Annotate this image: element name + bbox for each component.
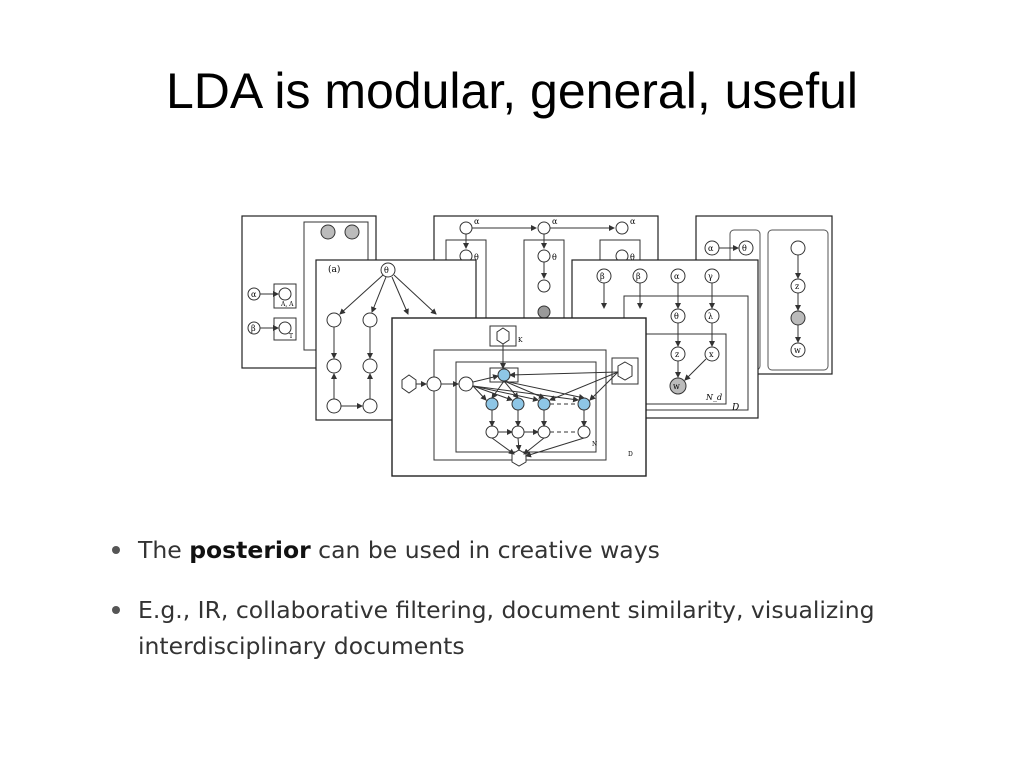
svg-text:γ: γ <box>708 272 713 281</box>
svg-text:θ: θ <box>674 312 679 321</box>
svg-text:α: α <box>474 217 480 226</box>
svg-text:x: x <box>709 350 714 359</box>
svg-text:D: D <box>628 451 633 458</box>
svg-text:w: w <box>673 382 680 391</box>
bullet-text-after: can be used in creative ways <box>310 536 660 564</box>
svg-text:α: α <box>552 217 558 226</box>
svg-text:θ: θ <box>742 244 747 253</box>
svg-text:K: K <box>518 337 523 344</box>
beta-label: β <box>251 324 256 333</box>
bullet-item-examples: E.g., IR, collaborative filtering, docum… <box>112 592 932 664</box>
bullet-text-bold: posterior <box>189 536 311 564</box>
plate-nd-label: N_d <box>705 393 722 402</box>
svg-text:θ: θ <box>384 266 389 275</box>
svg-text:w: w <box>794 346 801 355</box>
plate-d-label: D <box>731 403 739 413</box>
svg-text:α: α <box>674 272 680 281</box>
svg-text:z: z <box>675 350 679 359</box>
graphical-models-figure: α β A, A T α α α θ θ θ <box>241 215 833 477</box>
svg-text:N: N <box>592 441 597 448</box>
bullet-item-posterior: The posterior can be used in creative wa… <box>112 532 932 568</box>
svg-text:θ: θ <box>630 253 635 262</box>
svg-text:λ: λ <box>708 312 713 321</box>
slide-title: LDA is modular, general, useful <box>165 63 859 119</box>
model-panel-6: K <box>391 317 647 477</box>
svg-text:α: α <box>708 244 714 253</box>
bullet-text-before: The <box>138 536 190 564</box>
svg-text:z: z <box>795 282 799 291</box>
alpha-label: α <box>251 290 257 299</box>
svg-text:θ: θ <box>474 253 479 262</box>
svg-text:θ: θ <box>552 253 557 262</box>
bullet-list: The posterior can be used in creative wa… <box>112 532 932 688</box>
plate-a-label: A, A <box>280 301 294 308</box>
panel-a-label: (a) <box>328 264 340 275</box>
svg-text:β: β <box>600 272 605 281</box>
bullet-dot-icon <box>112 546 120 554</box>
svg-text:β: β <box>636 272 641 281</box>
plate-t-label: T <box>289 333 293 340</box>
svg-text:α: α <box>630 217 636 226</box>
bullet-dot-icon <box>112 606 120 614</box>
bullet-text: E.g., IR, collaborative filtering, docum… <box>138 596 875 660</box>
